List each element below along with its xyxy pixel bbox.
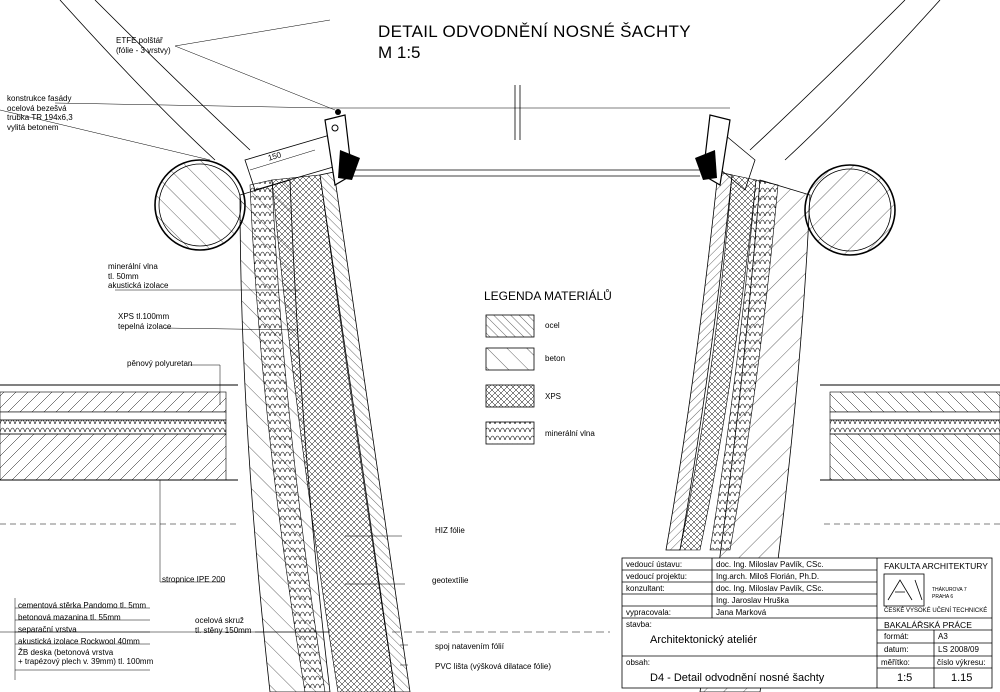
drawing-title: DETAIL ODVODNĚNÍ NOSNÉ ŠACHTY — [378, 22, 691, 41]
tb-val-2: doc. Ing. Miloslav Pavlík, CSc. — [716, 584, 824, 593]
tb-meritko: 1:5 — [897, 672, 913, 684]
tb-work: BAKALÁŘSKÁ PRÁCE — [884, 620, 972, 630]
tb-stavba-label: stavba: — [626, 620, 652, 629]
tb-date: LS 2008/09 — [938, 645, 979, 654]
tb-obsah-label: obsah: — [626, 658, 651, 667]
legend-label-xps: XPS — [545, 392, 562, 401]
tb-cislo-label: číslo výkresu: — [937, 658, 986, 667]
legend-swatch-beton — [485, 347, 535, 371]
legend-swatch-xps — [485, 384, 535, 408]
legend-label-wool: minerální vlna — [545, 429, 595, 438]
tb-key-0: vedoucí ústavu: — [626, 560, 683, 569]
tb-university: ČESKÉ VYSOKÉ UČENÍ TECHNICKÉ — [884, 608, 988, 614]
shaft-top — [330, 85, 730, 633]
tb-format-label: formát: — [884, 632, 909, 641]
tb-address-0: THÁKUROVA 7 — [932, 587, 967, 593]
tb-address-1: PRAHA 6 — [932, 594, 954, 600]
label-hiz: HIZ fólie — [435, 526, 465, 535]
label-ipe: stropnice IPE 200 — [162, 575, 226, 584]
tb-format: A3 — [938, 632, 948, 641]
legend-label-ocel: ocel — [545, 321, 560, 330]
tb-val-4: Jana Marková — [716, 608, 767, 617]
tb-val-3: Ing. Jaroslav Hruška — [716, 596, 789, 605]
tb-key-2: konzultant: — [626, 584, 665, 593]
legend-label-beton: beton — [545, 354, 566, 363]
dimension-150 — [249, 149, 316, 171]
label-etfe: ETFE polštář(fólie - 3 vrstvy) — [116, 36, 171, 55]
legend-swatch-wool — [485, 421, 535, 445]
cvut-logo — [883, 573, 925, 607]
title-block-grid — [621, 557, 993, 689]
tb-stavba: Architektonický ateliér — [650, 634, 757, 646]
left-assembly — [0, 0, 411, 692]
label-geotextile: geotextílie — [432, 576, 469, 585]
leader-lines — [14, 19, 408, 680]
legend-swatches — [485, 314, 535, 445]
drawing-scale: M 1:5 — [378, 43, 421, 62]
label-foam: pěnový polyuretan — [127, 359, 193, 368]
tb-obsah: D4 - Detail odvodnění nosné šachty — [650, 672, 825, 684]
label-foil-joint: spoj natavením fólií — [435, 642, 504, 651]
tb-key-4: vypracovala: — [626, 608, 671, 617]
tb-faculty: FAKULTA ARCHITEKTURY — [884, 561, 988, 571]
tb-date-label: datum: — [884, 645, 909, 654]
tb-val-1: Ing.arch. Miloš Florián, Ph.D. — [716, 572, 820, 581]
tb-cislo: 1.15 — [951, 672, 973, 684]
tb-meritko-label: měřítko: — [881, 658, 910, 667]
legend-swatch-ocel — [485, 314, 535, 338]
legend-title: LEGENDA MATERIÁLŮ — [484, 289, 612, 303]
tb-key-1: vedoucí projektu: — [626, 572, 687, 581]
tb-val-0: doc. Ing. Miloslav Pavlík, CSc. — [716, 560, 824, 569]
layer-list: cementová stěrka Pandomo tl. 5mm betonov… — [18, 601, 154, 666]
label-pvc: PVC lišta (výšková dilatace fólie) — [435, 662, 552, 671]
